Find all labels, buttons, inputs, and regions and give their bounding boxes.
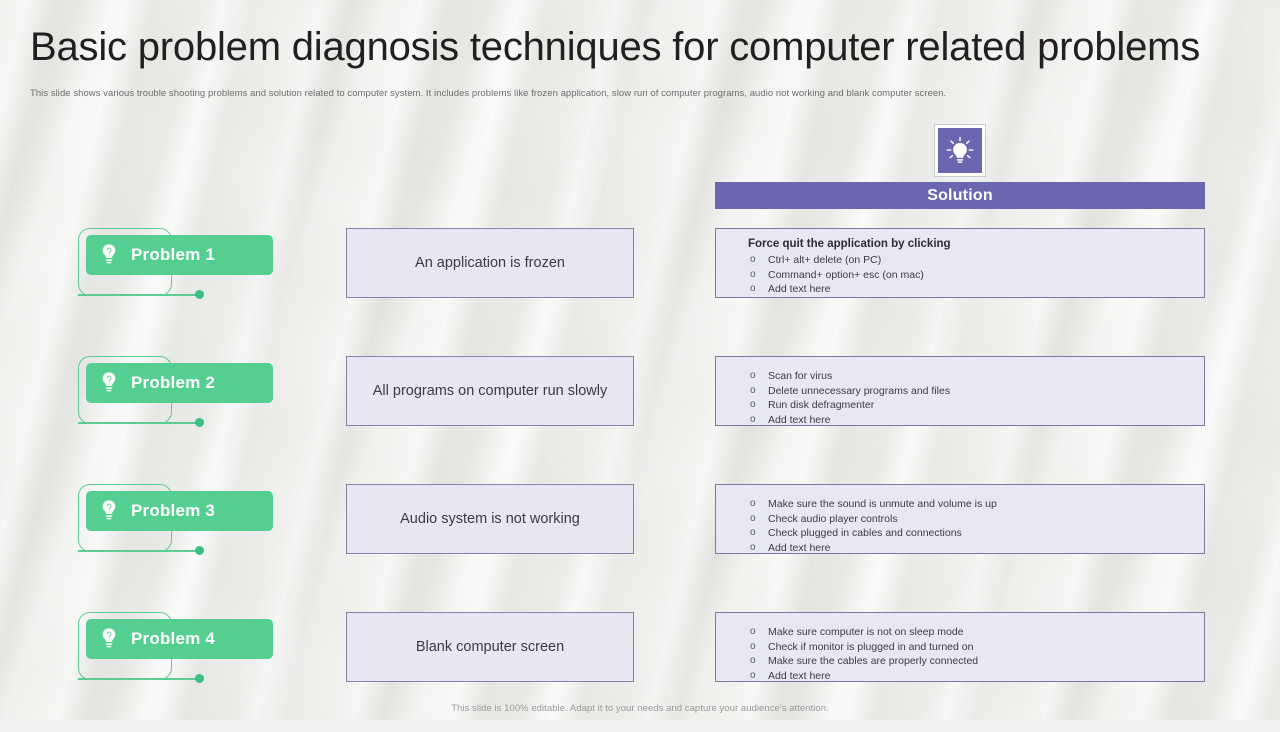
problem-row: Problem 2 All programs on computer run s… (0, 356, 1280, 476)
solution-item-text: Delete unnecessary programs and files (768, 384, 951, 397)
solution-header-bar: Solution (715, 182, 1205, 209)
problem-badge-4[interactable]: Problem 4 (78, 612, 278, 688)
solution-box: Force quit the application by clicking o… (715, 228, 1205, 298)
badge-label: Problem 4 (131, 629, 215, 648)
solution-list-item: o Delete unnecessary programs and files (749, 384, 1204, 399)
solution-list-item: o Command+ option+ esc (on mac) (749, 268, 1204, 283)
page-subtitle: This slide shows various trouble shootin… (30, 88, 947, 99)
bullet-marker-icon: o (750, 655, 756, 667)
problem-statement-box: Blank computer screen (346, 612, 634, 682)
badge-label: Problem 3 (131, 501, 215, 520)
badge-pill[interactable]: Problem 4 (86, 619, 273, 659)
problem-badge-1[interactable]: Problem 1 (78, 228, 278, 304)
badge-label: Problem 1 (131, 245, 215, 264)
lightbulb-icon (946, 136, 974, 163)
solution-list-item: o Run disk defragmenter (749, 398, 1204, 413)
bullet-marker-icon: o (750, 413, 756, 425)
solution-item-text: Add text here (768, 413, 831, 426)
solution-list-item: o Add text here (749, 669, 1204, 684)
solution-header-label: Solution (927, 186, 993, 204)
solution-item-text: Run disk defragmenter (768, 399, 875, 412)
solution-list-item: o Make sure the sound is unmute and volum… (749, 497, 1204, 512)
solution-list-item: o Add text here (749, 413, 1204, 428)
badge-connector-line (78, 294, 196, 296)
badge-connector-line (78, 678, 196, 680)
solution-list-item: o Check plugged in cables and connections (749, 526, 1204, 541)
bullet-marker-icon: o (750, 541, 756, 553)
bullet-marker-icon: o (750, 399, 756, 411)
solution-list-item: o Make sure the cables are properly conne… (749, 654, 1204, 669)
badge-connector-line (78, 550, 196, 552)
solution-icon-tile (935, 125, 985, 176)
solution-item-text: Make sure the cables are properly connec… (768, 655, 979, 668)
bullet-marker-icon: o (750, 640, 756, 652)
lightbulb-icon (102, 244, 116, 264)
badge-connector-dot (195, 674, 204, 683)
solution-list-item: o Check if monitor is plugged in and turn… (749, 640, 1204, 655)
badge-connector-dot (195, 290, 204, 299)
problem-badge-3[interactable]: Problem 3 (78, 484, 278, 560)
bullet-marker-icon: o (750, 384, 756, 396)
problem-row: Problem 1 An application is frozen Force… (0, 228, 1280, 348)
badge-connector-dot (195, 418, 204, 427)
solution-item-text: Add text here (768, 283, 831, 296)
problem-statement-box: All programs on computer run slowly (346, 356, 634, 426)
solution-list-item: o Check audio player controls (749, 512, 1204, 527)
solution-item-text: Check if monitor is plugged in and turne… (768, 640, 974, 653)
page-title: Basic problem diagnosis techniques for c… (30, 25, 1201, 69)
solution-list-item: o Scan for virus (749, 369, 1204, 384)
lightbulb-icon (102, 628, 116, 648)
solution-box: o Make sure computer is not on sleep mode… (715, 612, 1205, 682)
solution-item-text: Add text here (768, 669, 831, 682)
bullet-marker-icon: o (750, 370, 756, 381)
badge-label: Problem 2 (131, 373, 215, 392)
solution-list-item: o Ctrl+ alt+ delete (on PC) (749, 253, 1204, 268)
problem-statement-text: Audio system is not working (400, 510, 580, 527)
bullet-marker-icon: o (750, 527, 756, 539)
problem-statement-box: An application is frozen (346, 228, 634, 298)
solution-item-text: Check plugged in cables and connections (768, 527, 962, 540)
solution-item-text: Make sure the sound is unmute and volume… (768, 498, 997, 510)
bullet-marker-icon: o (750, 498, 756, 509)
bullet-marker-icon: o (750, 283, 756, 295)
bullet-marker-icon: o (750, 254, 756, 265)
solution-item-text: Check audio player controls (768, 512, 898, 525)
slide-footer-note: This slide is 100% editable. Adapt it to… (451, 703, 829, 714)
solution-item-text: Make sure computer is not on sleep mode (768, 626, 964, 638)
bullet-marker-icon: o (750, 512, 756, 524)
solution-item-text: Add text here (768, 541, 831, 554)
solution-item-text: Ctrl+ alt+ delete (on PC) (768, 254, 882, 266)
solution-box: o Make sure the sound is unmute and volum… (715, 484, 1205, 554)
problem-statement-box: Audio system is not working (346, 484, 634, 554)
badge-pill[interactable]: Problem 1 (86, 235, 273, 275)
badge-pill[interactable]: Problem 3 (86, 491, 273, 531)
problem-statement-text: Blank computer screen (415, 638, 565, 655)
solution-item-text: Command+ option+ esc (on mac) (768, 268, 924, 281)
solution-list-item: o Add text here (749, 541, 1204, 556)
problem-badge-2[interactable]: Problem 2 (78, 356, 278, 432)
solution-list-item: o Make sure computer is not on sleep mode (749, 625, 1204, 640)
bullet-marker-icon: o (750, 669, 756, 681)
bullet-marker-icon: o (750, 268, 756, 280)
badge-pill[interactable]: Problem 2 (86, 363, 273, 403)
badge-connector-line (78, 422, 196, 424)
problem-statement-text: An application is frozen (415, 254, 565, 271)
lightbulb-icon (102, 500, 116, 520)
solution-list-item: o Add text here (749, 282, 1204, 297)
solution-item-text: Scan for virus (768, 370, 833, 382)
bullet-marker-icon: o (750, 626, 756, 637)
lightbulb-icon (102, 372, 116, 392)
solution-list: o Make sure the sound is unmute and volum… (749, 497, 1204, 555)
solution-heading: Force quit the application by clicking (748, 238, 951, 250)
problem-statement-text: All programs on computer run slowly (372, 382, 608, 399)
badge-connector-dot (195, 546, 204, 555)
solution-list: o Make sure computer is not on sleep mode… (749, 625, 1204, 683)
